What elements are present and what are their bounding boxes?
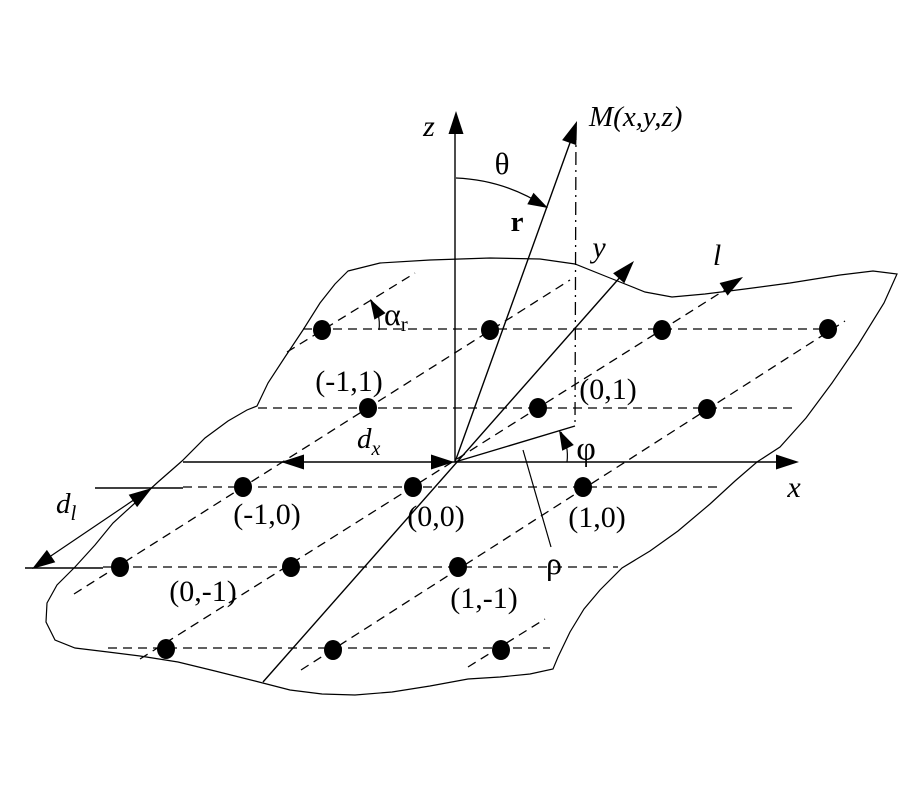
array-element-dot bbox=[698, 399, 716, 419]
x-axis-arrowhead bbox=[776, 454, 799, 470]
lattice-row-lines bbox=[25, 328, 838, 649]
observation-point-label: M(x,y,z) bbox=[588, 101, 682, 133]
dl-base-glyph: d bbox=[56, 488, 71, 520]
array-element-dot bbox=[481, 320, 499, 340]
radius-vector-arrowhead bbox=[562, 121, 577, 146]
dl-dimension-line bbox=[35, 488, 151, 567]
y-axis-arrowhead bbox=[613, 261, 634, 284]
array-element-dot bbox=[111, 557, 129, 577]
l-line-arrowhead bbox=[719, 277, 743, 296]
dx-subscript: x bbox=[371, 438, 381, 460]
array-element-dot bbox=[449, 557, 467, 577]
alpha-r-angle-label: αr bbox=[384, 296, 408, 336]
diagonal-line-i0 bbox=[139, 287, 729, 660]
alpha-subscript: r bbox=[401, 312, 408, 336]
dx-right-arrowhead bbox=[431, 454, 454, 470]
array-element-dot bbox=[529, 398, 547, 418]
rho-projection-label: ρ bbox=[546, 545, 562, 581]
dl-subscript: l bbox=[71, 501, 77, 525]
theta-arc-arrowhead bbox=[527, 192, 548, 208]
l-line-label: l bbox=[713, 239, 721, 272]
radius-vector-line bbox=[454, 139, 572, 463]
element-index-label: (0,0) bbox=[407, 500, 464, 533]
dl-spacing-label: dl bbox=[56, 488, 77, 525]
rho-label-leader-line bbox=[522, 449, 552, 548]
array-element-dot bbox=[282, 557, 300, 577]
alpha-base-glyph: α bbox=[384, 296, 401, 332]
rho-projection-line bbox=[454, 425, 576, 463]
element-index-label: (-1,1) bbox=[315, 365, 382, 398]
phi-arc-arrowhead bbox=[559, 430, 574, 451]
z-axis-label: z bbox=[422, 110, 435, 143]
diagonal-line-im2 bbox=[286, 272, 416, 353]
element-index-label: (1,0) bbox=[568, 501, 625, 534]
array-element-dot bbox=[653, 320, 671, 340]
x-axis-label: x bbox=[786, 471, 801, 504]
theta-angle-label: θ bbox=[495, 146, 510, 181]
array-element-dot bbox=[492, 640, 510, 660]
y-axis-line bbox=[262, 274, 623, 683]
diagonal-line-i1 bbox=[300, 320, 846, 671]
array-element-dot bbox=[324, 640, 342, 660]
array-element-dot bbox=[234, 477, 252, 497]
phi-angle-label: φ bbox=[576, 431, 596, 468]
array-element-dots: (-1,1) (0,1) (-1,0) (0,0) (1,0) (0,-1) (1,-1) bbox=[111, 319, 837, 660]
diagonal-line-im1 bbox=[73, 279, 571, 595]
array-element-dot bbox=[157, 639, 175, 659]
y-axis-label: y bbox=[589, 231, 606, 264]
dl-upper-arrowhead bbox=[128, 488, 152, 508]
element-index-label: (1,-1) bbox=[450, 582, 517, 615]
array-element-dot bbox=[574, 477, 592, 497]
dx-base-glyph: d bbox=[357, 423, 372, 455]
element-index-label: (0,1) bbox=[579, 373, 636, 406]
alpha-r-arc-arrowhead bbox=[370, 299, 386, 320]
element-index-label: (0,-1) bbox=[169, 575, 236, 608]
array-element-dot bbox=[313, 320, 331, 340]
array-element-dot bbox=[404, 477, 422, 497]
array-element-dot bbox=[819, 319, 837, 339]
dx-left-arrowhead bbox=[281, 454, 304, 470]
dx-spacing-label: dx bbox=[357, 423, 381, 460]
radius-vector-label: r bbox=[511, 206, 524, 238]
array-element-dot bbox=[359, 398, 377, 418]
element-index-label: (-1,0) bbox=[233, 498, 300, 531]
surface-boundary-outline bbox=[45, 257, 898, 696]
z-axis-arrowhead bbox=[448, 111, 464, 134]
dl-lower-arrowhead bbox=[32, 549, 56, 569]
point-m-vertical-projection-line bbox=[574, 126, 577, 427]
